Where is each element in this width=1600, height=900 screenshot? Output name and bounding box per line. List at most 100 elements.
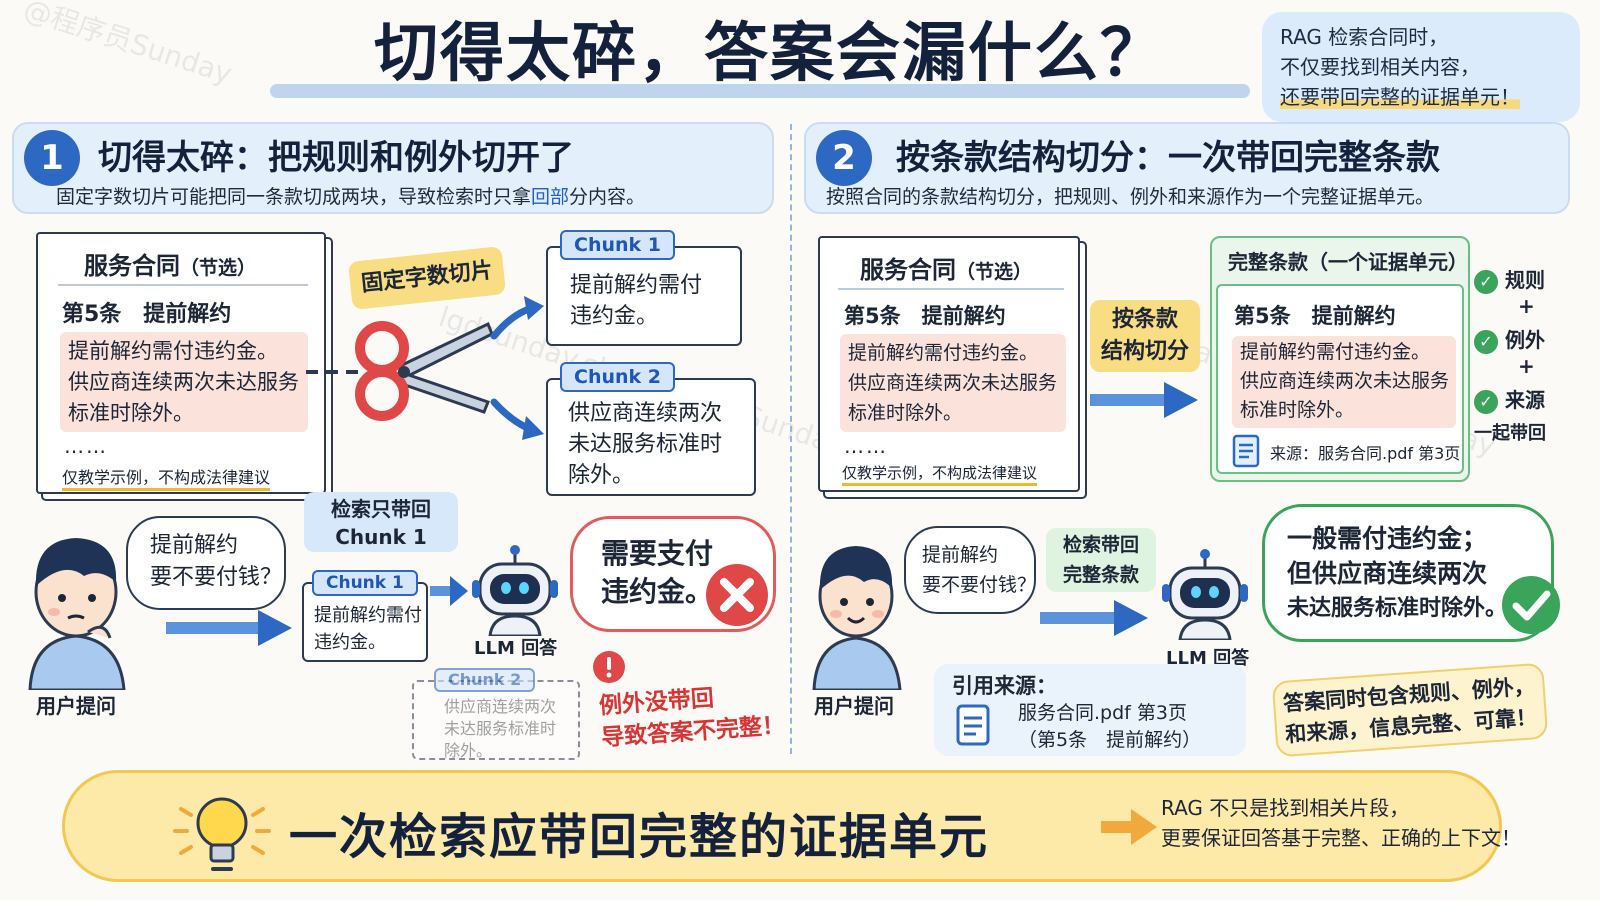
article-heading: 第5条 提前解约	[844, 304, 1006, 328]
disclaimer: 仅教学示例，不构成法律建议	[842, 462, 1038, 486]
lightbulb-icon	[173, 797, 271, 871]
complete-clause-header: 完整条款（一个证据单元）	[1228, 250, 1468, 274]
complete-clause-body: 第5条 提前解约 提前解约需付违约金。 供应商连续两次未达服务 标准时除外。 来…	[1216, 284, 1464, 474]
flow-arrow	[1040, 600, 1148, 636]
top-note-line: RAG 检索合同时，	[1280, 25, 1449, 49]
chunk-tag: Chunk 1	[312, 570, 418, 596]
chunk-line: 未达服务标准时	[568, 432, 723, 457]
chunk-line: 供应商连续两次	[444, 697, 557, 716]
chunk-line: 供应商连续两次	[568, 401, 723, 426]
chunk-line: 未达服务标准时	[444, 719, 557, 738]
answer-line: 违约金。	[601, 575, 714, 608]
together-label: 一起带回	[1474, 423, 1546, 444]
watermark: @程序员Sunday	[19, 0, 237, 91]
flow-arrow	[166, 610, 292, 646]
llm-caption: LLM 回答	[474, 638, 558, 659]
clause-line: 标准时除外。	[68, 401, 194, 425]
section-subtitle: 固定字数切片可能把同一条款切成两块，导致检索时只拿回部分内容。	[56, 186, 646, 208]
flow-arrow	[1090, 382, 1198, 418]
warning-icon	[593, 651, 625, 683]
answer-line: 未达服务标准时除外。	[1287, 596, 1508, 621]
plus-sign: +	[1518, 294, 1535, 318]
paper-title: 服务合同（节选）	[860, 256, 1033, 284]
clause-text: 提前解约需付违约金。 供应商连续两次未达服务 标准时除外。	[840, 334, 1066, 432]
reliable-answer-note: 答案同时包含规则、例外， 和来源，信息完整、可靠！	[1271, 662, 1549, 758]
question-line: 提前解约	[922, 544, 999, 566]
footer-side-line: RAG 不只是找到相关片段，	[1161, 796, 1410, 820]
fixed-size-chunking-label: 固定字数切片	[347, 246, 507, 310]
complete-clause-card: 完整条款（一个证据单元） 第5条 提前解约 提前解约需付违约金。 供应商连续两次…	[1210, 236, 1470, 482]
title-underline	[270, 84, 1250, 98]
llm-caption: LLM 回答	[1166, 648, 1250, 669]
chunk-line: 提前解约需付	[314, 605, 422, 626]
paper-title: 服务合同（节选）	[84, 252, 257, 280]
robot-icon	[472, 545, 558, 636]
top-note-line: 不仅要找到相关内容，	[1280, 55, 1480, 79]
question-line: 要不要付钱？	[922, 574, 1037, 596]
article-heading: 第5条 提前解约	[1234, 304, 1396, 328]
chunk-line: 违约金。	[314, 632, 386, 653]
check-icon: ✓	[1474, 330, 1498, 354]
question-bubble: 提前解约 要不要付钱？	[126, 516, 286, 610]
question-line: 要不要付钱？	[150, 565, 283, 590]
chunk-tag: Chunk 2	[434, 668, 536, 692]
user-avatar	[812, 546, 902, 690]
section-number-badge: 2	[816, 130, 872, 186]
section-divider	[790, 124, 792, 754]
answer-line: 但供应商连续两次	[1287, 559, 1488, 588]
chunk-text: 提前解约需付 违约金。	[570, 270, 702, 332]
right-section-header: 2 按条款结构切分：一次带回完整条款 按照合同的条款结构切分，把规则、例外和来源…	[804, 122, 1570, 214]
clause-line: 提前解约需付违约金。	[848, 342, 1039, 364]
footer-main-text: 一次检索应带回完整的证据单元	[289, 809, 990, 865]
clause-line: 提前解约需付违约金。	[68, 339, 278, 363]
check-row: ✓ 来源	[1474, 384, 1584, 414]
answer-line: 需要支付	[601, 537, 714, 570]
citation-line: 服务合同.pdf 第3页	[1018, 702, 1187, 724]
citation-title: 引用来源：	[952, 674, 1057, 698]
contract-paper: 服务合同（节选） 第5条 提前解约 提前解约需付违约金。 供应商连续两次未达服务…	[36, 232, 326, 494]
article-heading: 第5条 提前解约	[62, 302, 232, 327]
check-icon: ✓	[1474, 270, 1498, 294]
footer-side-line: 更要保证回答基于完整、正确的上下文！	[1161, 826, 1521, 850]
chunk-text: 提前解约需付 违约金。	[314, 602, 422, 656]
retrieve-label-line: Chunk 1	[335, 525, 427, 549]
disclaimer: 仅教学示例，不构成法律建议	[62, 464, 271, 491]
paper-title-rule	[838, 288, 1064, 290]
ellipsis: ……	[64, 434, 108, 458]
chunk-line: 违约金。	[570, 304, 659, 329]
to-llm-arrow	[430, 576, 468, 606]
wrong-icon	[706, 564, 768, 626]
clause-line: 供应商连续两次未达服务	[848, 372, 1058, 394]
paper-title-rule	[58, 284, 308, 286]
chunk-line: 除外。	[444, 741, 493, 760]
structure-chunking-label: 按条款 结构切分	[1090, 300, 1200, 372]
top-note-highlight: 还要带回完整的证据单元！	[1280, 85, 1520, 109]
correct-answer-bubble: 一般需付违约金； 但供应商连续两次 未达服务标准时除外。	[1262, 504, 1554, 642]
chunk-line: 提前解约需付	[570, 273, 703, 298]
clause-text: 提前解约需付违约金。 供应商连续两次未达服务 标准时除外。	[1232, 336, 1456, 428]
clause-text: 提前解约需付违约金。 供应商连续两次未达服务 标准时除外。	[60, 332, 308, 432]
check-row: ✓ 规则	[1474, 264, 1584, 294]
citation-line: （第5条 提前解约）	[1018, 729, 1202, 751]
clause-line: 提前解约需付违约金。	[1240, 341, 1431, 363]
robot-icon	[1162, 549, 1248, 640]
footer-banner: 一次检索应带回完整的证据单元 RAG 不只是找到相关片段， 更要保证回答基于完整…	[62, 770, 1521, 882]
missed-chunk: 供应商连续两次 未达服务标准时 除外。	[412, 680, 580, 760]
chunk-text: 供应商连续两次 未达服务标准时 除外。	[568, 398, 722, 491]
ellipsis: ……	[844, 434, 888, 458]
split-label-line: 结构切分	[1100, 339, 1189, 364]
top-note: RAG 检索合同时， 不仅要找到相关内容， 还要带回完整的证据单元！	[1262, 12, 1580, 122]
evidence-checklist: ✓ 规则 + ✓ 例外 + ✓ 来源 一起带回	[1474, 264, 1584, 454]
split-label-line: 按条款	[1111, 307, 1178, 332]
split-arrow-up	[490, 296, 544, 340]
citation-text: 服务合同.pdf 第3页 （第5条 提前解约）	[1018, 700, 1201, 754]
contract-paper: 服务合同（节选） 第5条 提前解约 提前解约需付违约金。 供应商连续两次未达服务…	[818, 236, 1080, 492]
check-circle-icon	[1502, 576, 1560, 634]
chunk-card: 提前解约需付 违约金。	[546, 246, 742, 346]
left-section-header: 1 切得太碎：把规则和例外切开了 固定字数切片可能把同一条款切成两块，导致检索时…	[12, 122, 774, 214]
check-row: ✓ 例外	[1474, 324, 1584, 354]
retrieve-label-line: 检索只带回	[331, 497, 431, 521]
section-heading: 切得太碎：把规则和例外切开了	[98, 138, 574, 178]
footer-arrow	[1101, 809, 1157, 845]
split-arrow-down	[490, 398, 544, 440]
